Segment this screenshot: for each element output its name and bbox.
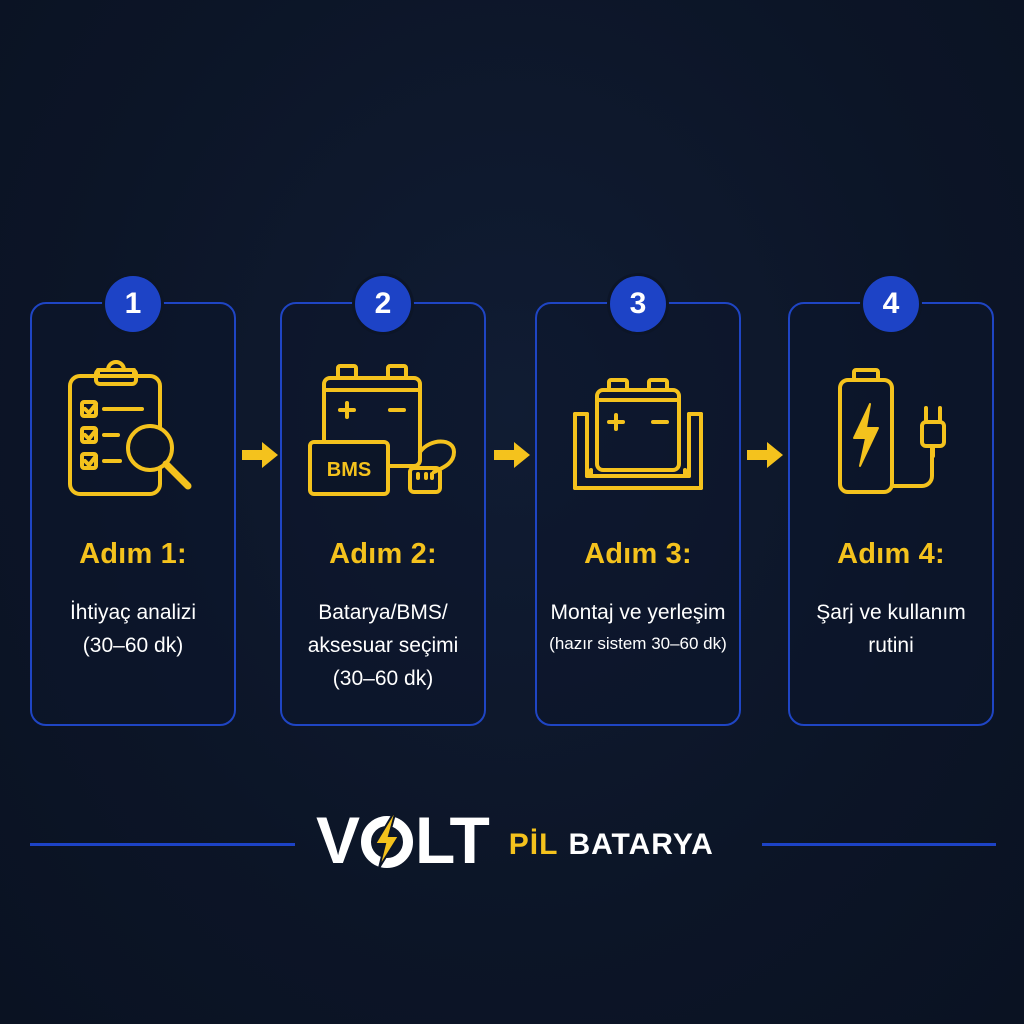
clipboard-checklist-magnifier-icon	[32, 356, 234, 506]
arrow-right-icon	[494, 442, 530, 468]
logo-letter-v: V	[316, 803, 360, 877]
step-description: Şarj ve kullanım rutini	[796, 596, 986, 662]
step-number-badge: 3	[610, 276, 666, 332]
brand-logo: V LT PİL BATARYA	[316, 805, 714, 875]
arrow-right-icon	[747, 442, 783, 468]
bms-label: BMS	[327, 459, 371, 481]
battery-bms-connector-icon: BMS	[282, 356, 484, 506]
step-title: Adım 4:	[837, 538, 945, 570]
step-description-line: Montaj ve yerleşim	[550, 601, 726, 624]
step-card-2: 2 BMS Adım 2: Batarya/BMS/ aks	[280, 276, 486, 726]
step-title: Adım 3:	[584, 538, 692, 570]
step-duration: (30–60 dk)	[82, 634, 184, 657]
logo-pil: PİL	[508, 828, 559, 861]
battery-in-mount-icon	[537, 356, 739, 506]
step-description: İhtiyaç analizi (30–60 dk)	[38, 596, 228, 662]
step-card-4: 4 Adım 4: Şarj ve kullanım rutini	[788, 276, 994, 726]
step-title: Adım 2:	[329, 538, 437, 570]
step-description-line: İhtiyaç analizi	[69, 601, 197, 624]
step-duration: (30–60 dk)	[332, 667, 434, 690]
step-description-line: rutini	[868, 634, 914, 657]
step-description-line: Şarj ve kullanım	[816, 601, 966, 624]
step-description-line: Batarya/BMS/	[318, 601, 448, 624]
logo-batarya: BATARYA	[568, 828, 714, 861]
footer-divider-right	[762, 843, 996, 846]
logo-wordmark: V LT	[316, 803, 490, 877]
step-description: Batarya/BMS/ aksesuar seçimi (30–60 dk)	[288, 596, 478, 695]
step-description: Montaj ve yerleşim (hazır sistem 30–60 d…	[543, 596, 733, 659]
step-title: Adım 1:	[79, 538, 187, 570]
arrow-right-icon	[242, 442, 278, 468]
logo-subtitle: PİL BATARYA	[509, 818, 714, 862]
lightning-bolt-o-icon	[357, 810, 417, 870]
step-card-1: 1 Adım 1: İhtiyaç analizi (30	[30, 276, 236, 726]
step-number-badge: 2	[355, 276, 411, 332]
footer-divider-left	[30, 843, 295, 846]
step-duration: (hazır sistem 30–60 dk)	[549, 634, 727, 653]
logo-letters-lt: LT	[415, 803, 490, 877]
step-number-badge: 4	[863, 276, 919, 332]
step-number-badge: 1	[105, 276, 161, 332]
step-card-3: 3 Adım 3: Montaj ve yerleşim (hazır si	[535, 276, 741, 726]
step-description-line: aksesuar seçimi	[307, 634, 459, 657]
battery-charging-plug-icon	[790, 356, 992, 506]
